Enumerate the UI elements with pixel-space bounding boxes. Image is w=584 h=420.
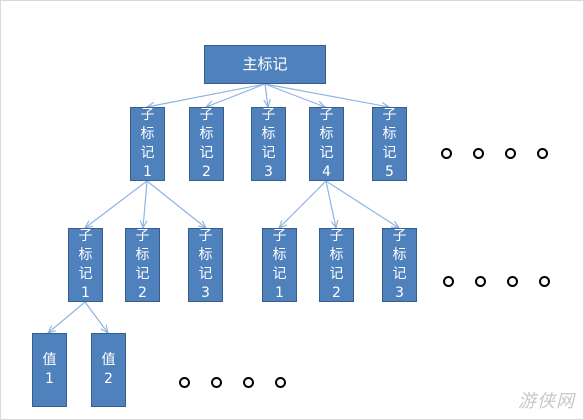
node-char: 子	[198, 228, 213, 244]
node-char: 子	[319, 107, 334, 123]
node-char: 1	[143, 164, 152, 180]
child-node-1: 子 标 记 1	[130, 107, 165, 181]
node-char: 子	[392, 228, 407, 244]
node-char: 2	[104, 371, 113, 387]
node-char: 记	[140, 145, 155, 161]
edge-child1-to-sub-2	[143, 180, 148, 228]
child-node-5: 子 标 记 5	[372, 107, 407, 181]
node-char: 记	[382, 145, 397, 161]
value-node-1: 值 1	[32, 333, 67, 407]
node-char: 标	[261, 126, 276, 142]
ellipsis-level3	[179, 377, 286, 388]
node-char: 记	[392, 266, 407, 282]
edge-child4-to-sub-2	[325, 180, 336, 228]
node-char: 标	[392, 247, 407, 263]
node-char: 记	[78, 266, 93, 282]
sub-node-g4-3: 子 标 记 3	[382, 228, 417, 302]
node-char: 2	[202, 164, 211, 180]
edge-root-to-child-5	[264, 83, 389, 107]
node-char: 值	[101, 352, 116, 368]
watermark-logo: 游侠网	[518, 391, 575, 412]
root-node: 主标记	[204, 45, 326, 84]
ellipsis-level2	[443, 276, 550, 287]
node-char: 子	[78, 228, 93, 244]
value-node-2: 值 2	[91, 333, 126, 407]
ellipsis-dot	[441, 148, 452, 159]
sub-node-g4-2: 子 标 记 2	[319, 228, 354, 302]
ellipsis-dot	[243, 377, 254, 388]
edge-root-to-child-1	[147, 83, 266, 107]
node-char: 标	[199, 126, 214, 142]
node-char: 3	[395, 285, 404, 301]
node-char: 记	[329, 266, 344, 282]
edge-child1-to-sub-3	[146, 180, 206, 228]
sub-node-g4-1: 子 标 记 1	[262, 228, 297, 302]
ellipsis-dot	[539, 276, 550, 287]
node-char: 标	[140, 126, 155, 142]
node-char: 标	[78, 247, 93, 263]
edge-sub1-to-value-2	[84, 301, 108, 333]
node-char: 3	[264, 164, 273, 180]
edge-child1-to-sub-1	[85, 180, 148, 228]
ellipsis-dot	[179, 377, 190, 388]
child-node-4: 子 标 记 4	[309, 107, 344, 181]
node-char: 记	[261, 145, 276, 161]
node-char: 标	[319, 126, 334, 142]
node-char: 记	[199, 145, 214, 161]
node-char: 1	[275, 285, 284, 301]
node-char: 子	[135, 228, 150, 244]
node-char: 1	[45, 371, 54, 387]
root-label: 主标记	[242, 55, 288, 73]
sub-node-g1-3: 子 标 记 3	[188, 228, 223, 302]
ellipsis-dot	[507, 276, 518, 287]
ellipsis-dot	[211, 377, 222, 388]
node-char: 子	[272, 228, 287, 244]
ellipsis-dot	[505, 148, 516, 159]
node-char: 2	[138, 285, 147, 301]
node-char: 1	[81, 285, 90, 301]
ellipsis-dot	[473, 148, 484, 159]
ellipsis-dot	[275, 377, 286, 388]
node-char: 标	[329, 247, 344, 263]
node-char: 子	[261, 107, 276, 123]
node-char: 子	[140, 107, 155, 123]
node-char: 3	[201, 285, 210, 301]
node-char: 记	[272, 266, 287, 282]
edge-root-to-child-2	[206, 83, 266, 107]
node-char: 记	[135, 266, 150, 282]
node-char: 子	[329, 228, 344, 244]
node-char: 子	[382, 107, 397, 123]
ellipsis-dot	[443, 276, 454, 287]
ellipsis-level1	[441, 148, 548, 159]
edge-sub1-to-value-1	[48, 301, 86, 333]
node-char: 2	[332, 285, 341, 301]
sub-node-g1-2: 子 标 记 2	[125, 228, 160, 302]
ellipsis-dot	[537, 148, 548, 159]
ellipsis-dot	[475, 276, 486, 287]
node-char: 记	[198, 266, 213, 282]
node-char: 标	[198, 247, 213, 263]
node-char: 4	[322, 164, 331, 180]
node-char: 5	[385, 164, 394, 180]
node-char: 标	[135, 247, 150, 263]
edge-child4-to-sub-1	[279, 180, 327, 228]
node-char: 值	[42, 352, 57, 368]
child-node-2: 子 标 记 2	[189, 107, 224, 181]
child-node-3: 子 标 记 3	[251, 107, 286, 181]
sub-node-g1-1: 子 标 记 1	[68, 228, 103, 302]
edge-root-to-child-4	[264, 83, 325, 107]
node-char: 记	[319, 145, 334, 161]
node-char: 标	[382, 126, 397, 142]
node-char: 标	[272, 247, 287, 263]
edge-root-to-child-3	[265, 83, 268, 107]
node-char: 子	[199, 107, 214, 123]
edge-child4-to-sub-3	[325, 180, 399, 228]
